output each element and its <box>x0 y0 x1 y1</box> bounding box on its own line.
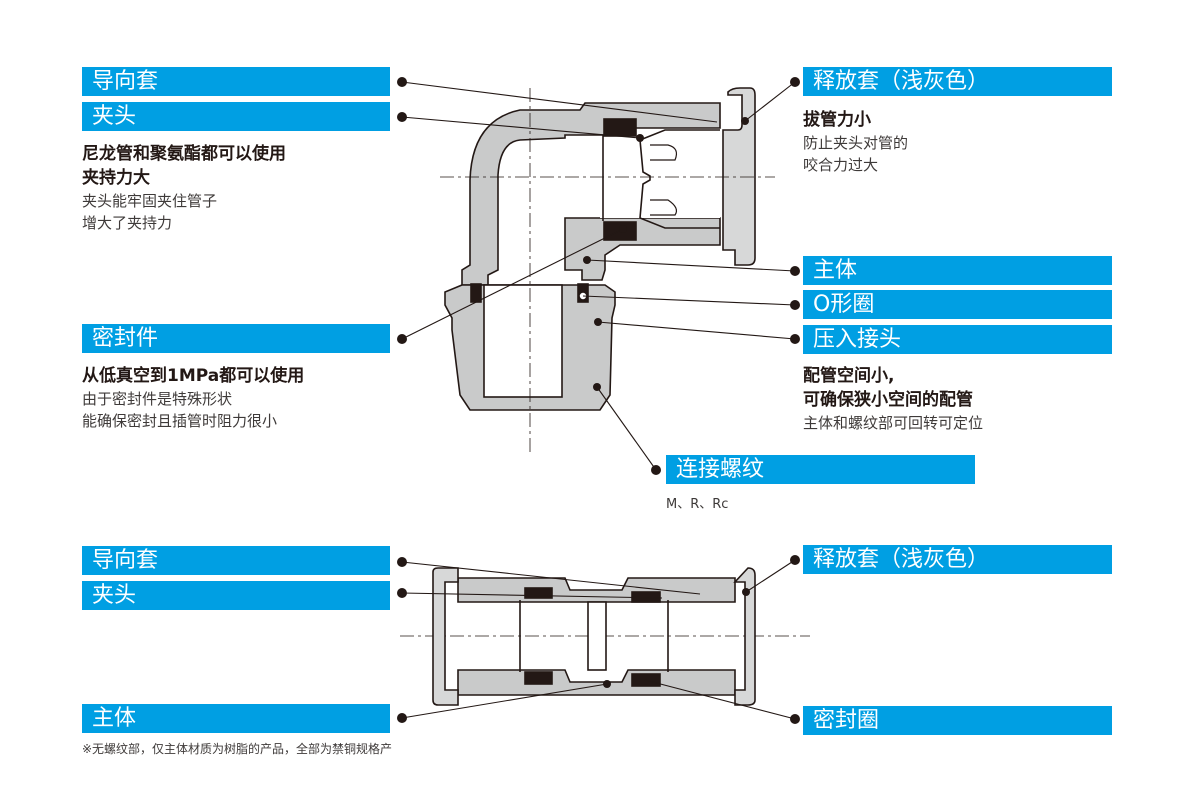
footnote: ※无螺纹部，仅主体材质为树脂的产品，全部为禁铜规格产 <box>82 742 393 756</box>
release-description: 拔管力小 防止夹头对管的 咬合力过大 <box>803 108 908 176</box>
release-sleeve <box>722 87 756 266</box>
seal-description: 从低真空到1MPa都可以使用 由于密封件是特殊形状 能确保密封且插管时阻力很小 <box>82 364 304 432</box>
press-desc-line-1: 主体和螺纹部可回转可定位 <box>803 414 984 432</box>
release-desc-line-2: 咬合力过大 <box>803 156 879 174</box>
label-release-sleeve: 释放套（浅灰色） <box>803 67 1112 96</box>
seal-desc-bold-1: 从低真空到1MPa都可以使用 <box>82 366 305 386</box>
release-desc-line-1: 防止夹头对管的 <box>803 134 909 152</box>
label-thread: 连接螺纹 <box>666 455 975 484</box>
elbow-fitting-drawing <box>444 87 756 411</box>
release-sleeve-right <box>733 567 756 706</box>
label-o-ring: O形圈 <box>803 290 1112 319</box>
press-desc-bold-1: 配管空间小, <box>803 366 895 386</box>
label-chuck-2: 夹头 <box>82 581 390 610</box>
press-desc-bold-2: 可确保狭小空间的配管 <box>803 390 973 410</box>
label-seal: 密封件 <box>82 324 390 353</box>
seal-desc-line-1: 由于密封件是特殊形状 <box>82 390 233 408</box>
release-desc-bold-1: 拔管力小 <box>803 110 871 130</box>
straight-union-drawing <box>432 567 756 706</box>
chuck-desc-line-2: 增大了夹持力 <box>82 214 173 232</box>
press-description: 配管空间小, 可确保狭小空间的配管 主体和螺纹部可回转可定位 <box>803 364 983 434</box>
seal-desc-line-2: 能确保密封且插管时阻力很小 <box>82 412 278 430</box>
chuck-description: 尼龙管和聚氨酯都可以使用 夹持力大 夹头能牢固夹住管子 增大了夹持力 <box>82 142 286 234</box>
upper-seal <box>603 118 637 137</box>
label-chuck: 夹头 <box>82 102 390 131</box>
label-body-2: 主体 <box>82 704 390 733</box>
chuck-desc-bold-1: 尼龙管和聚氨酯都可以使用 <box>82 144 286 164</box>
label-guide-sleeve: 导向套 <box>82 67 390 96</box>
label-release-sleeve-2: 释放套（浅灰色） <box>803 545 1112 574</box>
label-guide-sleeve-2: 导向套 <box>82 546 390 575</box>
label-seal-ring: 密封圈 <box>803 706 1112 735</box>
union-body <box>457 577 736 603</box>
label-press-fitting: 压入接头 <box>803 325 1112 354</box>
chuck-desc-bold-2: 夹持力大 <box>82 168 150 188</box>
chuck <box>639 129 720 229</box>
release-sleeve-left <box>432 567 459 706</box>
elbow-body <box>461 102 721 286</box>
thread-description: M、R、Rc <box>666 497 729 512</box>
leader-dots <box>397 77 800 724</box>
o-ring-left <box>470 283 482 303</box>
label-body: 主体 <box>803 256 1112 285</box>
chuck-desc-line-1: 夹头能牢固夹住管子 <box>82 192 218 210</box>
leader-lines <box>401 81 796 720</box>
